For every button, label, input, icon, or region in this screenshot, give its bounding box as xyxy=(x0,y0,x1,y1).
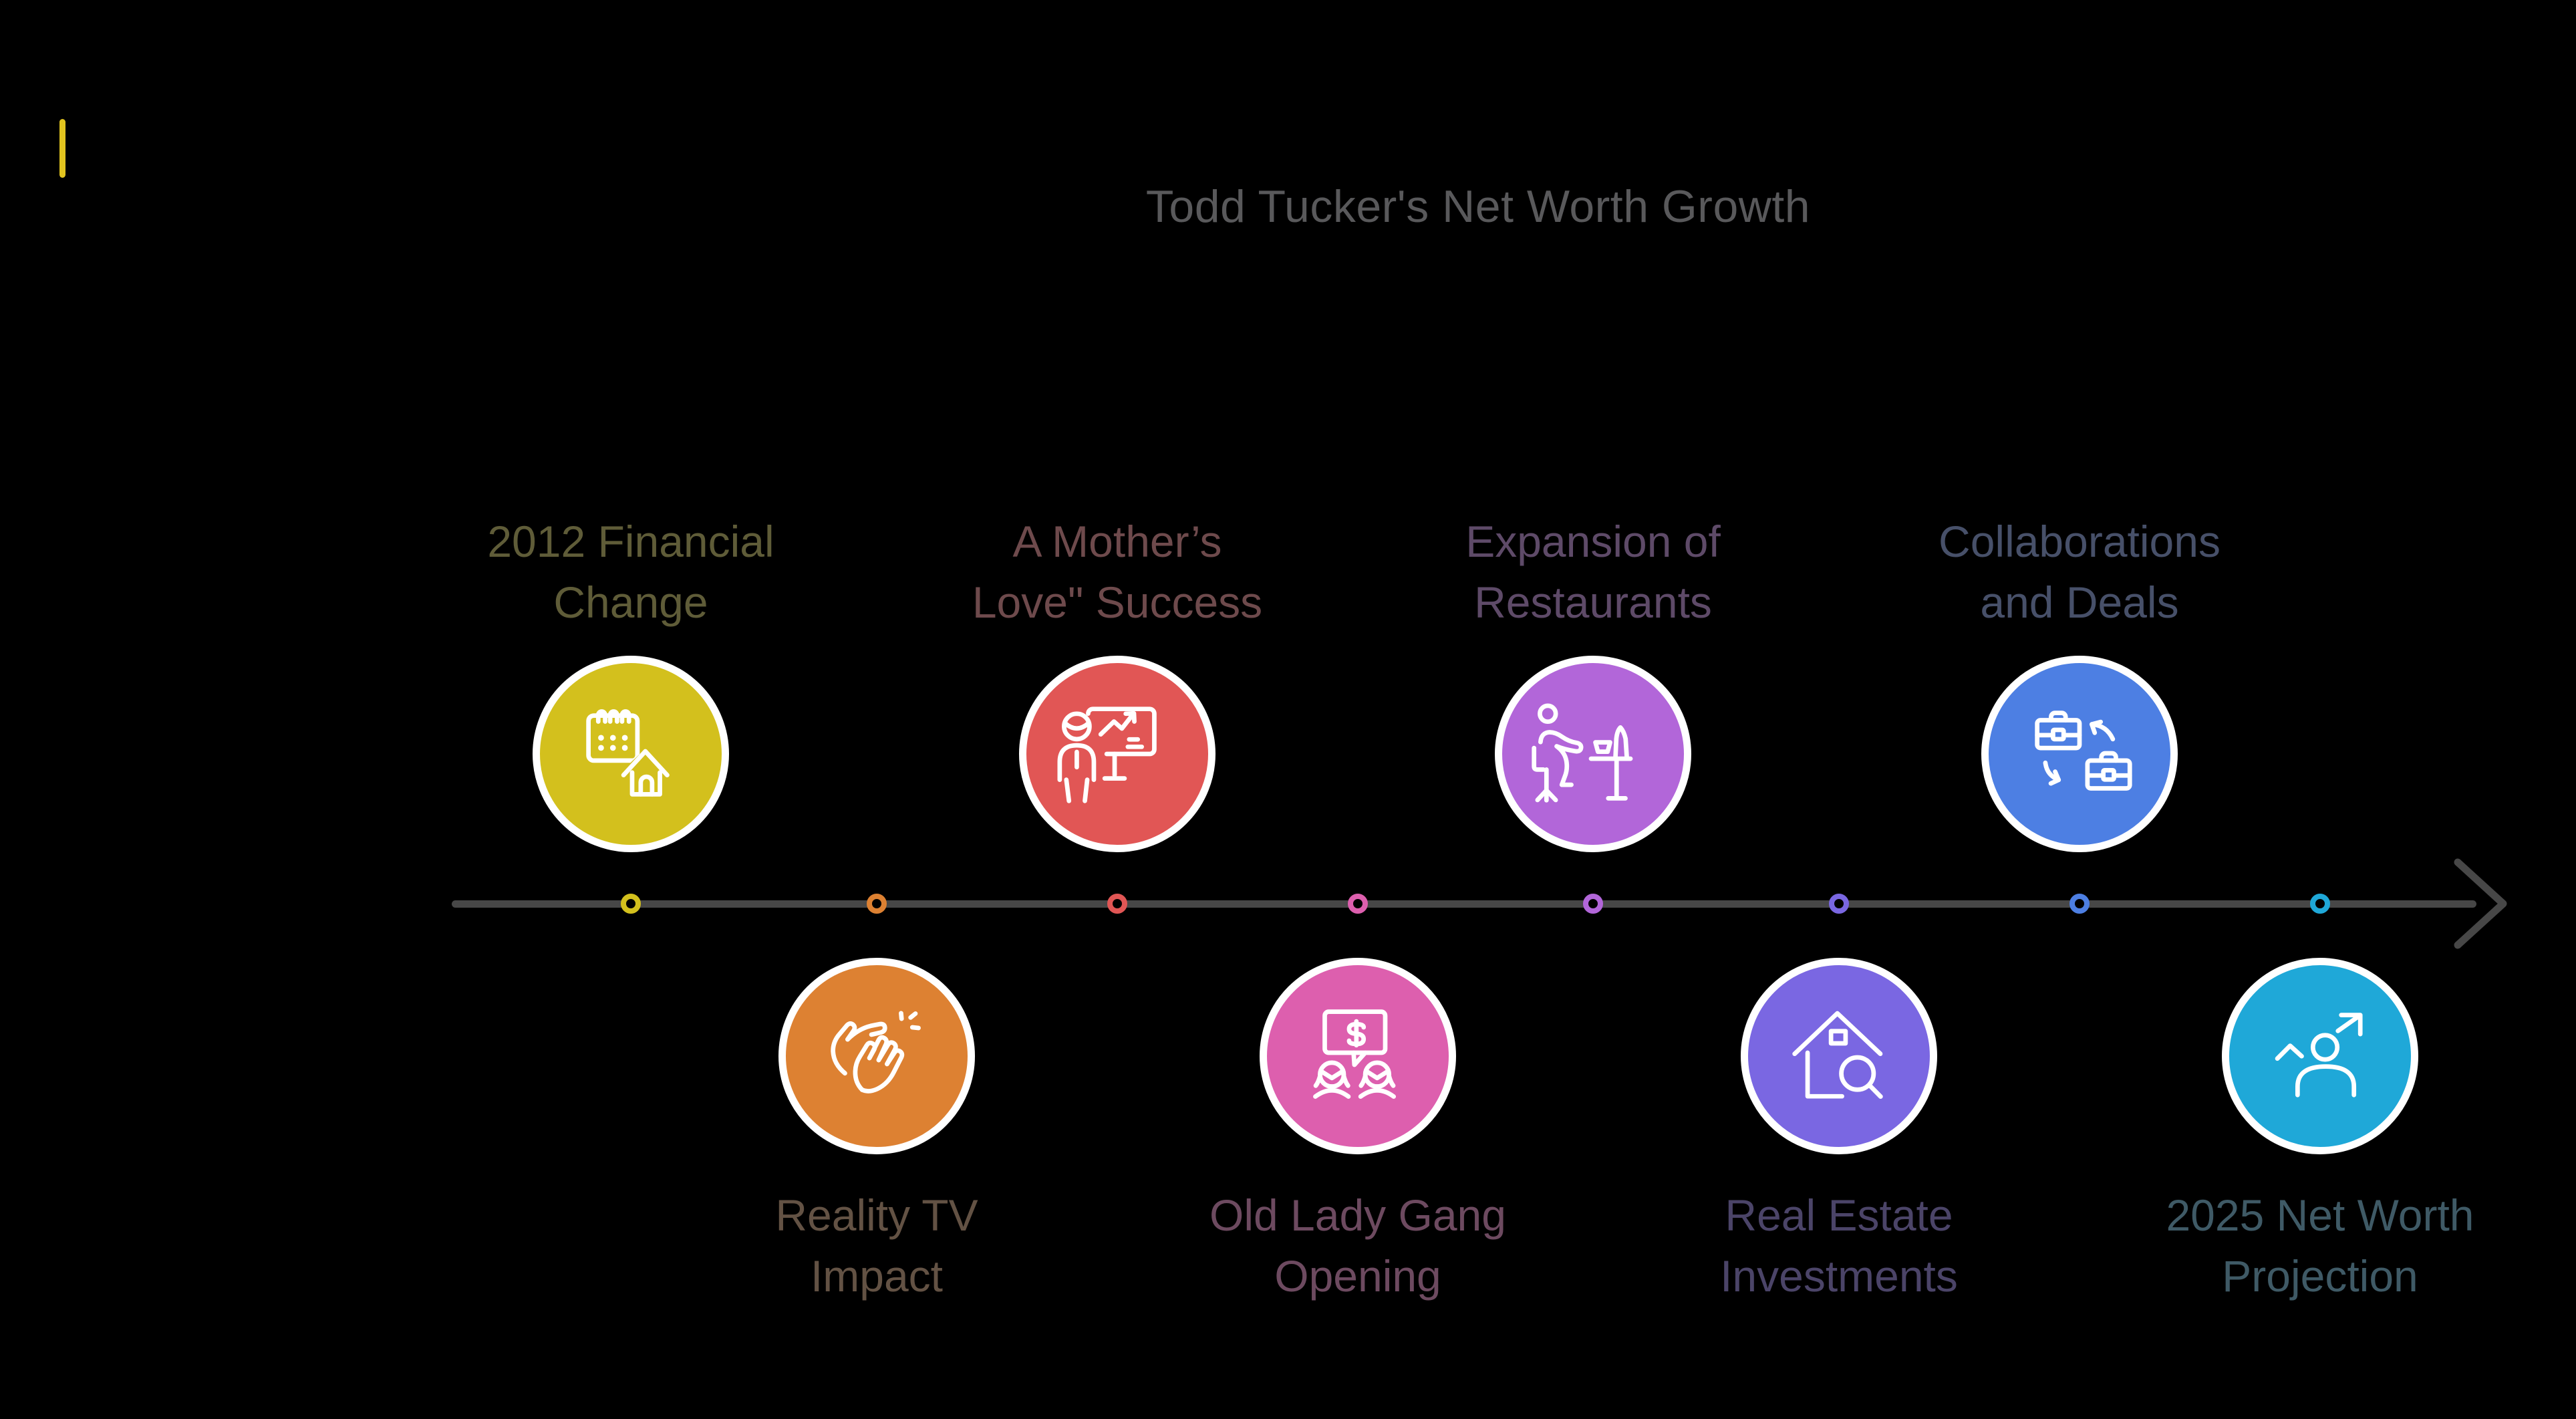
timeline-node xyxy=(1019,656,1215,853)
timeline-item-label: 2012 Financial Change xyxy=(487,517,774,628)
timeline-node xyxy=(1741,958,1937,1154)
timeline-node xyxy=(1495,656,1691,853)
person-dining-icon xyxy=(1532,703,1633,803)
timeline-node xyxy=(1981,656,2178,853)
timeline-dot xyxy=(2310,894,2330,914)
accent-bar xyxy=(59,119,65,178)
timeline-item-label: Collaborations and Deals xyxy=(1939,517,2221,628)
timeline-item: Reality TV Impact xyxy=(643,958,1111,1307)
briefcase-exchange-icon xyxy=(2035,711,2132,791)
timeline-dot xyxy=(1583,894,1603,914)
timeline-item-label: Old Lady Gang Opening xyxy=(1209,1190,1506,1301)
timeline-node xyxy=(778,958,975,1154)
money-conversation-icon xyxy=(1313,1009,1397,1099)
timeline-item-label: Reality TV Impact xyxy=(775,1190,978,1301)
timeline-axis xyxy=(452,900,2476,908)
timeline-item: Collaborations and Deals xyxy=(1846,511,2313,853)
calendar-house-icon xyxy=(586,709,671,797)
timeline-dot xyxy=(621,894,641,914)
timeline-item: 2012 Financial Change xyxy=(397,511,865,853)
timeline-node xyxy=(2222,958,2418,1154)
timeline-dot xyxy=(2069,894,2090,914)
timeline-dot xyxy=(1348,894,1368,914)
person-growth-icon xyxy=(2275,1013,2363,1098)
clapping-hands-icon xyxy=(831,1011,921,1093)
timeline-node xyxy=(1260,958,1456,1154)
timeline-item-label: 2025 Net Worth Projection xyxy=(2166,1190,2474,1301)
timeline-dot xyxy=(1107,894,1127,914)
timeline-item: 2025 Net Worth Projection xyxy=(2086,958,2554,1307)
timeline-item: A Mother’s Love" Success xyxy=(883,511,1351,853)
page-title: Todd Tucker's Net Worth Growth xyxy=(1145,181,1811,232)
timeline-arrow-icon xyxy=(2454,858,2507,949)
presentation-growth-icon xyxy=(1057,706,1157,803)
timeline-item-label: A Mother’s Love" Success xyxy=(972,517,1263,628)
timeline-item: Expansion of Restaurants xyxy=(1359,511,1827,853)
timeline-item-label: Expansion of Restaurants xyxy=(1465,517,1721,628)
timeline-item: Real Estate Investments xyxy=(1605,958,2073,1307)
timeline-item: Old Lady Gang Opening xyxy=(1124,958,1592,1307)
house-search-icon xyxy=(1792,1011,1883,1099)
timeline-item-label: Real Estate Investments xyxy=(1720,1190,1958,1301)
timeline-dot xyxy=(1829,894,1849,914)
timeline-node xyxy=(533,656,729,853)
timeline-dot xyxy=(867,894,887,914)
